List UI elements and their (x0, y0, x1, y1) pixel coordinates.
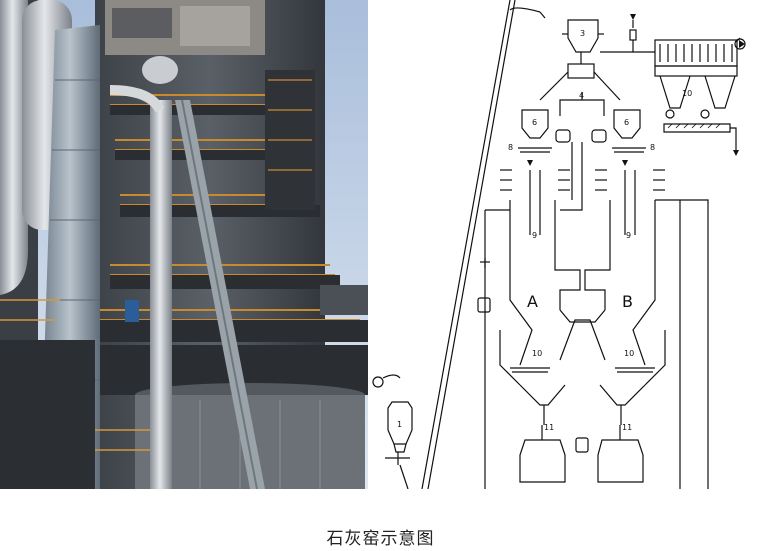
shaft-label-b: B (622, 292, 633, 311)
part-label-9-right: 9 (626, 231, 631, 240)
part-label-8-left: 8 (508, 143, 513, 152)
skip-hoist-rail (421, 0, 511, 489)
part-label-6-left: 6 (532, 118, 537, 127)
part-label-11-right: 11 (622, 423, 632, 432)
figure-caption: 石灰窑示意图 (326, 529, 435, 549)
lime-kiln-photo (0, 0, 368, 489)
part-label-4: 4 (579, 91, 584, 100)
part-label-1: 1 (397, 420, 402, 429)
part-label-11-left: 11 (544, 423, 554, 432)
kiln-schematic: 1 3 4 6 6 8 8 9 9 10 10 10 11 11 A B (372, 0, 746, 489)
part-label-3: 3 (580, 29, 585, 38)
part-label-10-collector: 10 (682, 89, 692, 98)
part-label-10-left: 10 (532, 349, 542, 358)
shaft-label-a: A (527, 292, 538, 311)
part-label-6-right: 6 (624, 118, 629, 127)
part-label-10-right: 10 (624, 349, 634, 358)
part-label-9-left: 9 (532, 231, 537, 240)
part-label-8-right: 8 (650, 143, 655, 152)
